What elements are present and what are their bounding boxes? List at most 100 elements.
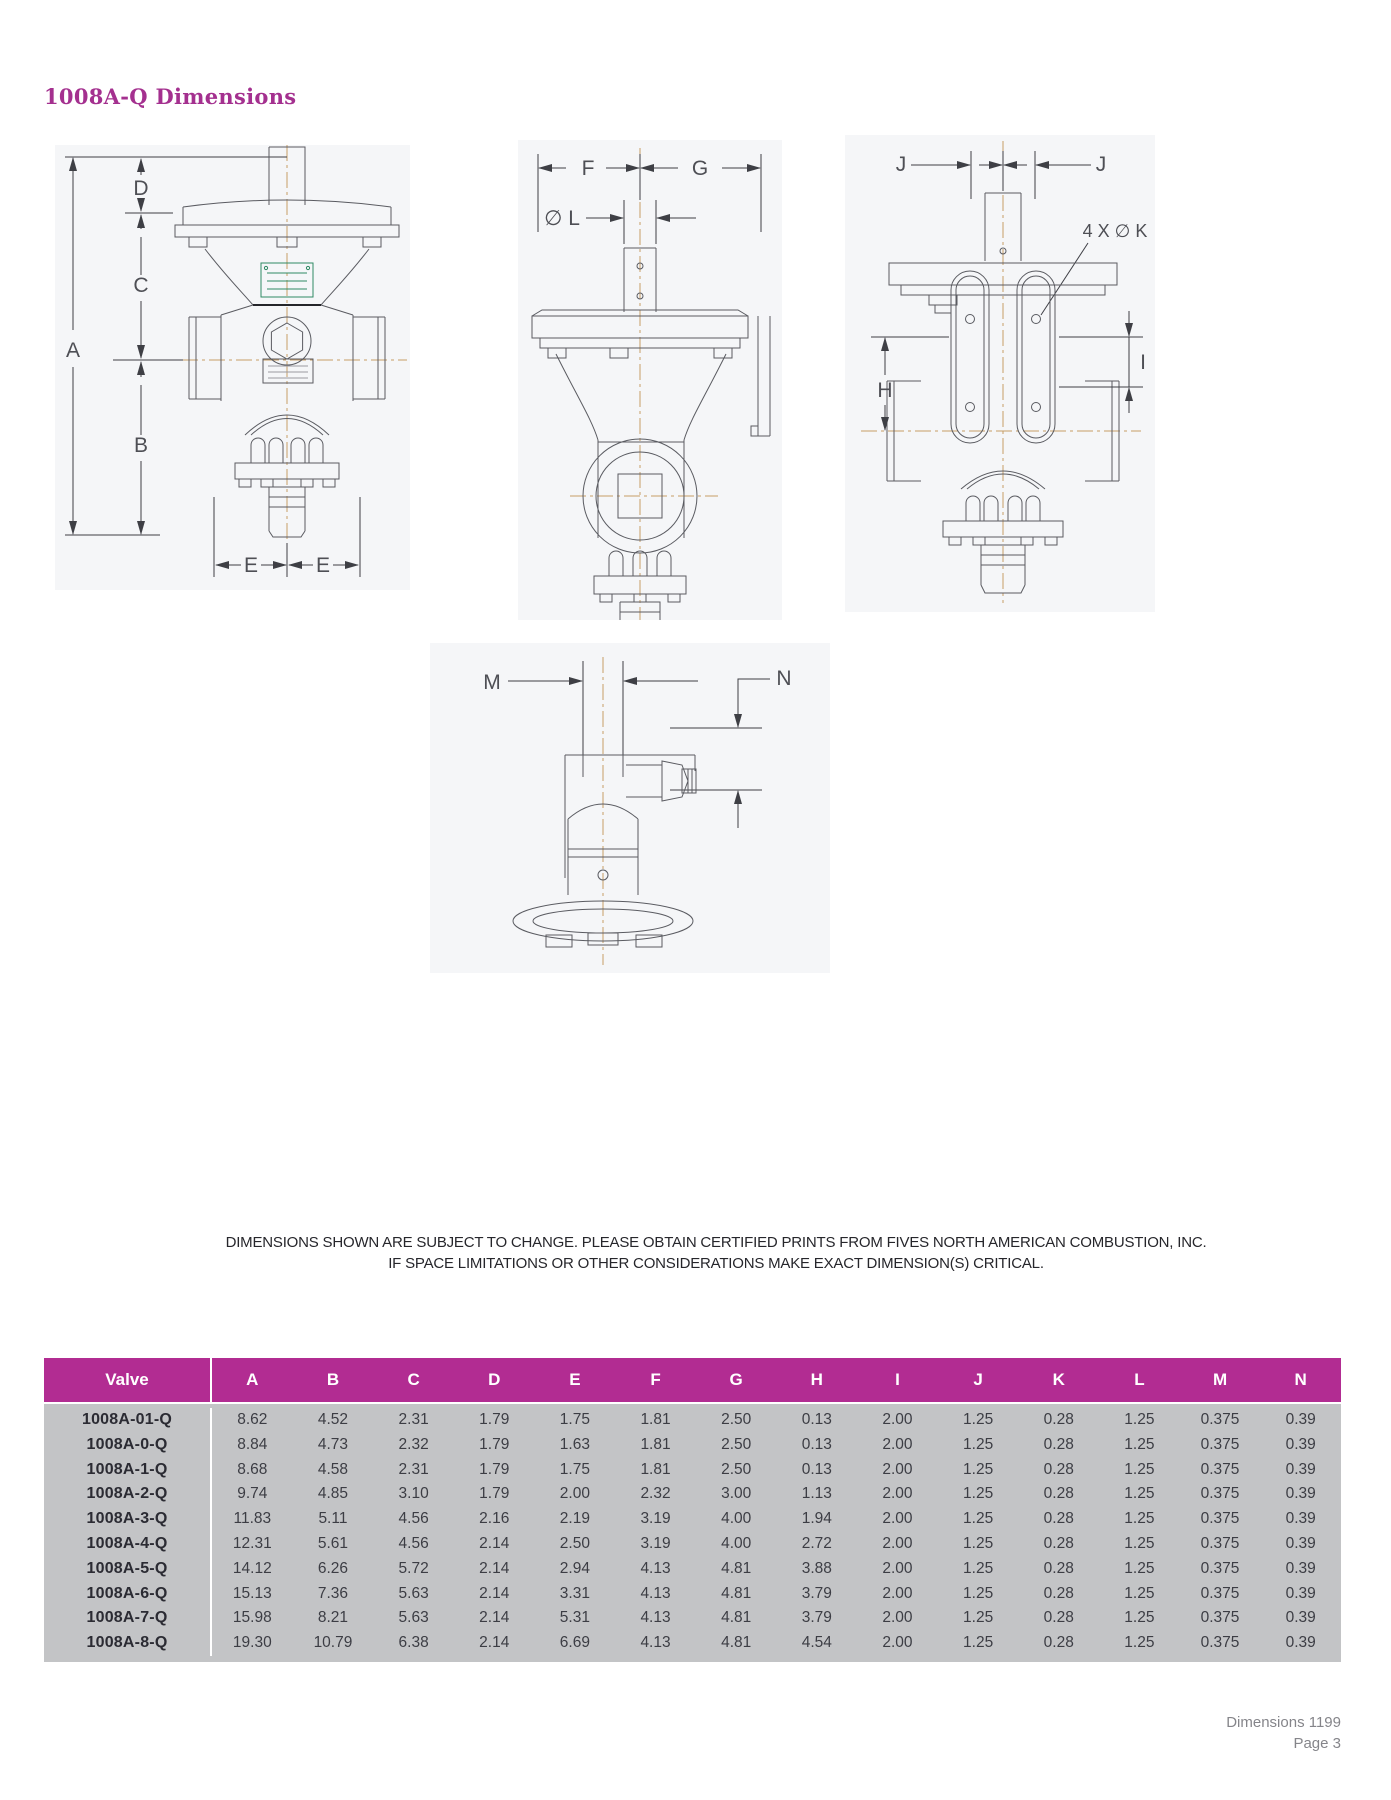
dim-value: 4.73: [317, 1435, 349, 1453]
dim-value: 1.79: [479, 1485, 510, 1503]
dim-value: 1.25: [963, 1534, 994, 1552]
dim-value: 0.375: [1200, 1559, 1240, 1577]
dim-value: 2.16: [479, 1510, 510, 1528]
dim-label-k: 4 X ∅ K: [1083, 221, 1148, 241]
valve-name: 1008A-01-Q: [44, 1408, 212, 1433]
dim-label-i: I: [1140, 351, 1146, 374]
dim-label-f: F: [582, 157, 595, 180]
column-header-i: I: [895, 1370, 900, 1389]
dim-value: 0.28: [1043, 1634, 1074, 1652]
footer-doc-ref: Dimensions 1199: [1226, 1714, 1341, 1731]
dim-value: 2.14: [479, 1559, 510, 1577]
dim-label-e-left: E: [244, 554, 258, 577]
dim-value: 0.375: [1200, 1435, 1240, 1453]
dim-value: 5.61: [317, 1534, 349, 1552]
dim-value: 2.00: [882, 1534, 913, 1552]
dim-value: 2.00: [882, 1460, 913, 1478]
dim-value: 0.28: [1043, 1435, 1074, 1453]
dim-value: 4.13: [640, 1584, 671, 1602]
dim-value: 1.25: [963, 1609, 994, 1627]
dim-value: 5.63: [398, 1584, 429, 1602]
dim-value: 2.00: [882, 1559, 913, 1577]
dim-value: 4.13: [640, 1559, 671, 1577]
dim-value: 7.36: [317, 1584, 349, 1602]
dim-value: 19.30: [232, 1634, 272, 1652]
column-header-j: J: [973, 1370, 983, 1389]
page-footer: Dimensions 1199 Page 3: [1226, 1712, 1341, 1754]
dim-value: 3.88: [801, 1559, 832, 1577]
drawing-front-view: A D C B: [55, 145, 410, 590]
dim-value: 2.00: [882, 1435, 913, 1453]
dim-value: 0.39: [1285, 1559, 1316, 1577]
dim-value: 1.75: [559, 1411, 590, 1428]
dim-value: 1.25: [963, 1510, 994, 1528]
dim-value: 1.25: [963, 1411, 994, 1428]
dim-value: 1.25: [1124, 1609, 1155, 1627]
dim-value: 0.375: [1200, 1460, 1240, 1478]
column-header-f: F: [650, 1370, 661, 1389]
valve-name: 1008A-4-Q: [44, 1531, 212, 1557]
column-header-d: D: [488, 1370, 501, 1389]
dim-value: 1.79: [479, 1460, 510, 1478]
dim-value: 11.83: [233, 1510, 272, 1528]
dim-value: 4.13: [640, 1609, 671, 1627]
dim-value: 3.19: [640, 1534, 671, 1552]
disclaimer: DIMENSIONS SHOWN ARE SUBJECT TO CHANGE. …: [96, 1232, 1336, 1274]
valve-rear-outline: [886, 192, 1120, 594]
dim-value: 1.25: [963, 1435, 994, 1453]
dim-value: 14.12: [232, 1559, 272, 1577]
column-header-c: C: [407, 1370, 420, 1389]
dim-value: 5.72: [398, 1559, 429, 1577]
dim-value: 6.38: [398, 1634, 429, 1652]
dim-value: 10.79: [313, 1634, 353, 1652]
footer-page-number: Page 3: [1293, 1735, 1341, 1752]
dim-value: 3.10: [398, 1485, 429, 1503]
dim-value: 2.72: [801, 1534, 832, 1552]
dim-value: 5.31: [559, 1609, 590, 1627]
dim-value: 1.79: [479, 1411, 510, 1428]
disclaimer-line1: DIMENSIONS SHOWN ARE SUBJECT TO CHANGE. …: [225, 1234, 1207, 1251]
dim-value: 1.81: [640, 1435, 671, 1453]
dim-value: 0.39: [1285, 1411, 1316, 1428]
dim-value: 0.39: [1285, 1609, 1316, 1627]
dim-value: 0.39: [1285, 1510, 1316, 1528]
dim-value: 0.375: [1200, 1609, 1240, 1627]
dim-value: 1.25: [963, 1485, 994, 1503]
disclaimer-line2: IF SPACE LIMITATIONS OR OTHER CONSIDERAT…: [388, 1255, 1044, 1272]
dim-value: 3.79: [801, 1609, 832, 1627]
dim-value: 2.32: [398, 1435, 429, 1453]
dim-value: 8.62: [237, 1411, 268, 1428]
dim-value: 5.63: [398, 1609, 429, 1627]
dim-value: 4.58: [317, 1460, 349, 1478]
dim-value: 2.50: [721, 1435, 752, 1453]
dim-value: 2.94: [559, 1559, 590, 1577]
dim-value: 2.00: [882, 1584, 913, 1602]
dim-value: 0.39: [1285, 1584, 1316, 1602]
dim-value: 0.28: [1043, 1584, 1074, 1602]
dim-value: 2.31: [398, 1411, 429, 1428]
dim-value: 15.13: [232, 1584, 272, 1602]
column-header-g: G: [729, 1370, 743, 1389]
dim-value: 0.375: [1200, 1534, 1240, 1552]
column-header-h: H: [810, 1370, 823, 1389]
drawing-rear-view: J J 4 X ∅ K H: [845, 135, 1155, 612]
dim-label-d: D: [133, 177, 148, 200]
dim-value: 0.13: [801, 1460, 832, 1478]
dim-value: 3.79: [801, 1584, 832, 1602]
dim-value: 2.31: [398, 1460, 429, 1478]
dim-label-e-right: E: [316, 554, 330, 577]
dim-value: 1.25: [1124, 1411, 1155, 1428]
dim-label-c: C: [133, 274, 148, 297]
dim-value: 0.375: [1200, 1510, 1240, 1528]
dim-value: 2.14: [479, 1634, 510, 1652]
dim-value: 2.00: [882, 1485, 913, 1503]
dim-value: 4.81: [721, 1559, 752, 1577]
dim-value: 0.28: [1043, 1534, 1074, 1552]
drawing-side-view: F G ∅ L: [518, 140, 782, 620]
